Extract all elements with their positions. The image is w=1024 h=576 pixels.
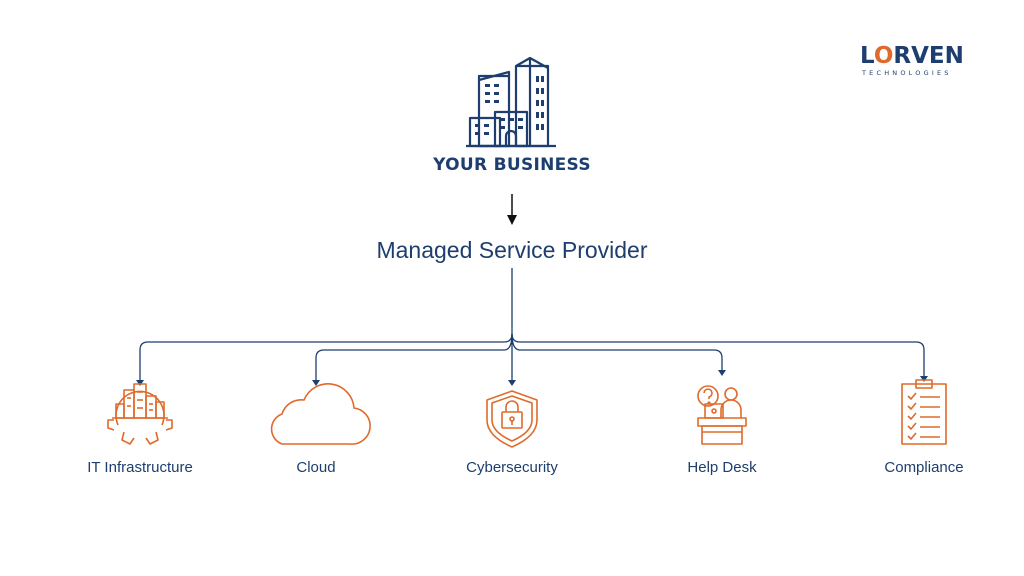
service-label-it-infrastructure: IT Infrastructure — [87, 459, 193, 476]
logo-wordmark: LORVEN — [860, 43, 964, 69]
checklist-icon — [901, 379, 947, 445]
service-label-help-desk: Help Desk — [687, 459, 757, 476]
company-logo: LORVEN TECHNOLOGIES — [860, 44, 970, 77]
buildings-gear-icon — [107, 383, 173, 445]
cloud-icon — [270, 383, 371, 445]
service-label-cybersecurity: Cybersecurity — [466, 459, 558, 476]
service-label-cloud: Cloud — [296, 459, 336, 476]
logo-tagline: TECHNOLOGIES — [862, 69, 952, 77]
shield-lock-icon — [486, 390, 538, 448]
provider-title: Managed Service Provider — [376, 237, 648, 263]
connector-arrowheads — [136, 370, 928, 386]
service-label-compliance: Compliance — [884, 459, 964, 476]
help-desk-agent-icon — [697, 385, 747, 445]
building-windows — [475, 76, 544, 135]
business-to-provider-arrow — [507, 194, 517, 225]
office-buildings-icon — [466, 56, 556, 148]
connector-tree — [139, 268, 925, 380]
business-title: YOUR BUSINESS — [433, 155, 591, 175]
